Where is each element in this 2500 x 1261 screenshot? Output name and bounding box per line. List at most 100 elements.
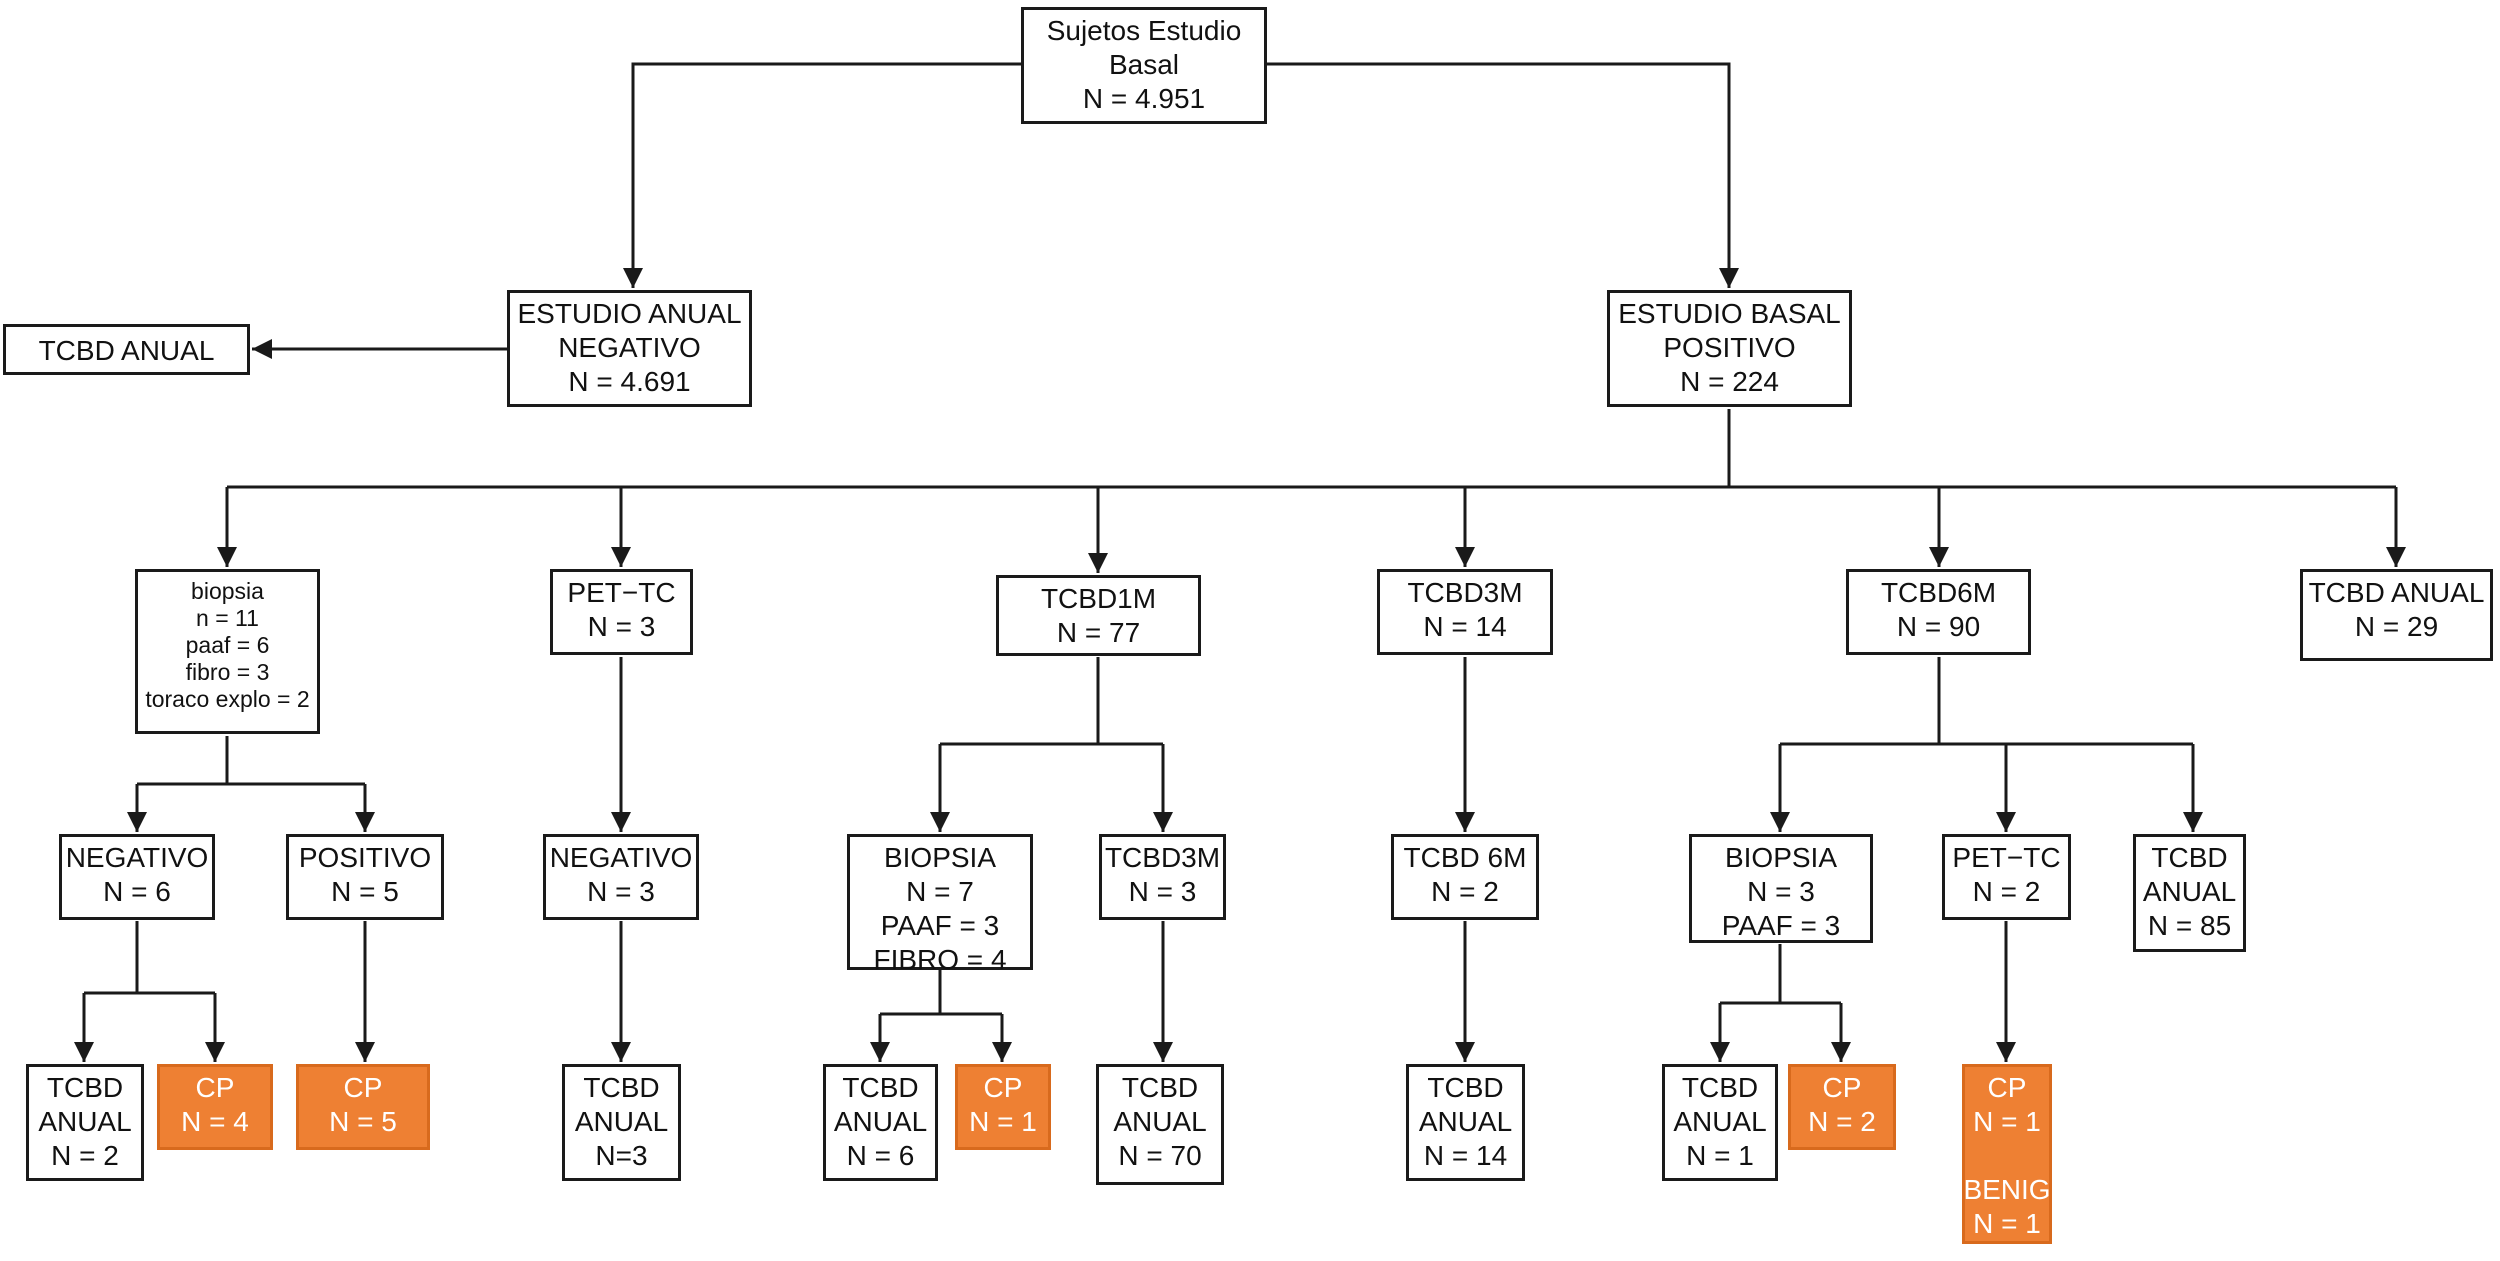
node-text-line: paaf = 6 (185, 632, 270, 658)
node-text-line: N = 3 (587, 876, 655, 907)
node-text-line: TCBD (842, 1072, 919, 1103)
edge-root-basal-positivo (1267, 62, 1739, 288)
node-text-line: N=3 (595, 1140, 648, 1171)
node-text-line: N = 29 (2354, 611, 2439, 642)
node-text-line: FIBRO = 4 (873, 944, 1007, 975)
node-text-line: N = 2 (51, 1140, 119, 1171)
node-text-line: N = 3 (1747, 876, 1815, 907)
node-text-line: BIOPSIA (883, 842, 997, 873)
node-text-line: TCBD (1427, 1072, 1504, 1103)
node-text-line: ANUAL (574, 1106, 669, 1137)
node-text-line: N = 2 (1431, 876, 1499, 907)
node-text-line: fibro = 3 (185, 659, 270, 685)
node-text-line: TCBD 6M (1403, 842, 1527, 873)
node-text-line: N = 4 (181, 1106, 249, 1137)
node-text-line: N = 6 (103, 876, 171, 907)
node-tcbd-anual-left: TCBD ANUAL (3, 324, 250, 375)
node-text-line: ANUAL (833, 1106, 928, 1137)
node-text-line: TCBD3M (1104, 842, 1221, 873)
node-text-line: POSITIVO (1663, 332, 1796, 363)
node-text-line: TCBD3M (1407, 577, 1523, 608)
node-text-line: CP (343, 1072, 383, 1103)
node-text-line: CP (195, 1072, 235, 1103)
node-text-line: ANUAL (2142, 876, 2237, 907)
node-text-line: N = 3 (587, 611, 656, 642)
node-text-line: N = 4.951 (1082, 83, 1206, 114)
node-text-line: N = 2 (1972, 876, 2041, 907)
node-text-line: N = 6 (846, 1140, 915, 1171)
node-text-line: ANUAL (1673, 1106, 1767, 1137)
node-text-line: PET−TC (567, 577, 676, 608)
node-text-line: N = 1 (1973, 1208, 2041, 1239)
node-text-line: N = 70 (1118, 1140, 1202, 1171)
node-text-line: N = 1 (1973, 1106, 2041, 1137)
node-text-line: N = 5 (331, 876, 399, 907)
node-text-line: NEGATIVO (558, 332, 701, 363)
node-text-line: ANUAL (1113, 1106, 1207, 1137)
node-text-line: TCBD (2151, 842, 2228, 873)
node-text-line: TCBD (583, 1072, 660, 1103)
node-text-line: POSITIVO (298, 842, 432, 873)
node-text-line: CP (983, 1072, 1023, 1103)
node-text-line: ANUAL (1418, 1106, 1513, 1137)
node-text-line: ANUAL (38, 1106, 132, 1137)
node-text-line: BIOPSIA (1724, 842, 1838, 873)
node-text-line: TCBD (1681, 1072, 1759, 1103)
node-text-line: N = 3 (1128, 876, 1197, 907)
node-text-line: N = 1 (1686, 1140, 1754, 1171)
node-text-line: TCBD ANUAL (2308, 577, 2485, 608)
node-text-line: TCBD (1121, 1072, 1199, 1103)
node-text-line: ESTUDIO BASAL (1618, 298, 1841, 329)
node-text-line: n = 11 (196, 605, 259, 631)
node-text-line: N = 224 (1680, 366, 1779, 397)
node-text-line: CP (1822, 1072, 1862, 1103)
node-text-line: biopsia (191, 578, 264, 604)
node-text-line: PAAF = 3 (880, 910, 1000, 941)
node-text-line: PET−TC (1952, 842, 2061, 873)
node-text-line: N = 2 (1808, 1106, 1876, 1137)
node-text-line: NEGATIVO (549, 842, 693, 873)
node-text-line: TCBD (46, 1072, 124, 1103)
node-text-line: PAAF = 3 (1721, 910, 1841, 941)
node-text-line: Sujetos Estudio (1046, 15, 1242, 46)
node-text-line: N = 14 (1423, 1140, 1508, 1171)
node-text-line: N = 77 (1056, 617, 1141, 648)
node-text-line: TCBD6M (1880, 577, 1997, 608)
node-text-line: toraco explo = 2 (145, 686, 310, 712)
node-text-line: N = 90 (1896, 611, 1981, 642)
node-text-line: TCBD ANUAL (38, 335, 215, 366)
node-text-line: N = 1 (969, 1106, 1037, 1137)
edge-root-anual-negativo (623, 62, 1021, 288)
node-text-line: TCBD1M (1040, 583, 1157, 614)
node-text-line: N = 5 (329, 1106, 397, 1137)
node-text-line: CP (1987, 1072, 2027, 1103)
node-text-line: BENIG (1963, 1174, 2051, 1205)
node-text-line: N = 7 (906, 876, 974, 907)
node-text-line: N = 85 (2147, 910, 2232, 941)
node-text-line: NEGATIVO (65, 842, 209, 873)
node-text-line: N = 4.691 (568, 366, 691, 397)
